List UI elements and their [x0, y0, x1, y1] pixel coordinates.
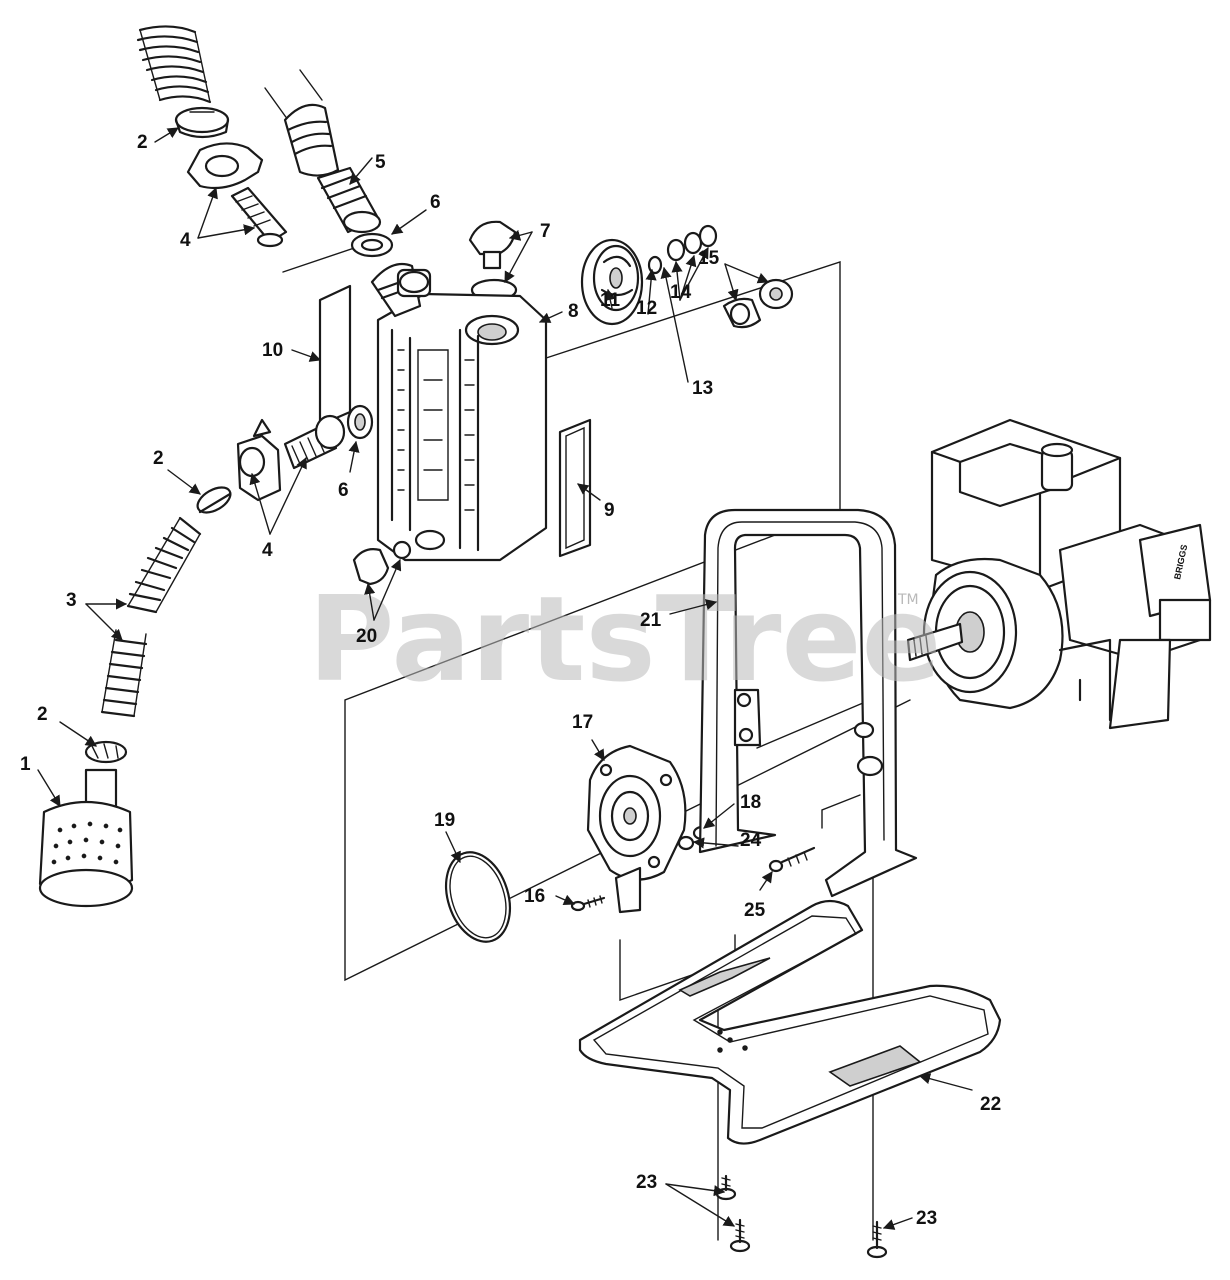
- suction-hose-top: [136, 25, 212, 104]
- watermark-text: PartsTree: [308, 570, 942, 708]
- callout-13: 13: [692, 378, 713, 399]
- frame: [698, 508, 918, 898]
- callout-21: 21: [640, 610, 662, 631]
- hose-clamp-top: [174, 106, 230, 139]
- hose-clamp-mid: [196, 486, 232, 514]
- callout-6-top: 6: [430, 192, 441, 213]
- callout-5: 5: [375, 152, 386, 173]
- leader-lines: [37, 127, 973, 1230]
- callout-2-lower: 2: [37, 704, 48, 725]
- callout-3: 3: [66, 590, 77, 611]
- watermark: PartsTree TM: [308, 570, 942, 708]
- base: [578, 899, 1002, 1145]
- callout-15: 15: [698, 248, 720, 269]
- callout-2-top: 2: [137, 132, 148, 153]
- callout-2-mid: 2: [153, 448, 164, 469]
- impeller: [580, 238, 644, 326]
- callout-18: 18: [740, 792, 761, 813]
- hose-clamp-lower: [84, 740, 128, 764]
- callout-4-top: 4: [180, 230, 191, 251]
- callout-9: 9: [604, 500, 615, 521]
- callout-23-right: 23: [916, 1208, 937, 1229]
- coupling-side: [236, 404, 374, 502]
- gasket-9: [558, 418, 592, 558]
- callout-17: 17: [572, 712, 593, 733]
- callout-23-left: 23: [636, 1172, 657, 1193]
- callout-14: 14: [670, 282, 692, 303]
- engine: BRIGGS: [906, 418, 1212, 730]
- washer-top: [350, 232, 394, 258]
- callout-25: 25: [744, 900, 766, 921]
- callout-12: 12: [636, 298, 657, 319]
- callout-19: 19: [434, 810, 455, 831]
- callout-11: 11: [600, 290, 621, 311]
- pump-cover: [586, 744, 687, 914]
- suction-hose: [100, 516, 202, 718]
- gasket-10: [318, 284, 352, 427]
- screw-25: [768, 846, 816, 873]
- o-ring: [445, 851, 511, 943]
- callout-24: 24: [740, 830, 762, 851]
- callout-labels: 2 4 5 6 7 8 10 11 12 13 14 15 9 6 2 4 3 …: [20, 132, 1001, 1229]
- callout-20: 20: [356, 626, 377, 647]
- callout-16: 16: [524, 886, 545, 907]
- callout-10: 10: [262, 340, 283, 361]
- priming-plug: [468, 220, 518, 302]
- callout-22: 22: [980, 1094, 1001, 1115]
- callout-4-lower: 4: [262, 540, 273, 561]
- screws-23: [715, 1174, 888, 1259]
- seal-parts: [647, 224, 794, 329]
- callout-8: 8: [568, 301, 579, 322]
- watermark-tm: TM: [897, 592, 919, 608]
- strainer: [38, 768, 134, 908]
- discharge-fitting: [264, 69, 382, 234]
- callout-7: 7: [540, 221, 551, 242]
- screw-16: [570, 895, 606, 912]
- callout-1: 1: [20, 754, 31, 775]
- pump-housing: [370, 262, 548, 562]
- callout-6-lower: 6: [338, 480, 349, 501]
- drain-plug: [352, 540, 412, 586]
